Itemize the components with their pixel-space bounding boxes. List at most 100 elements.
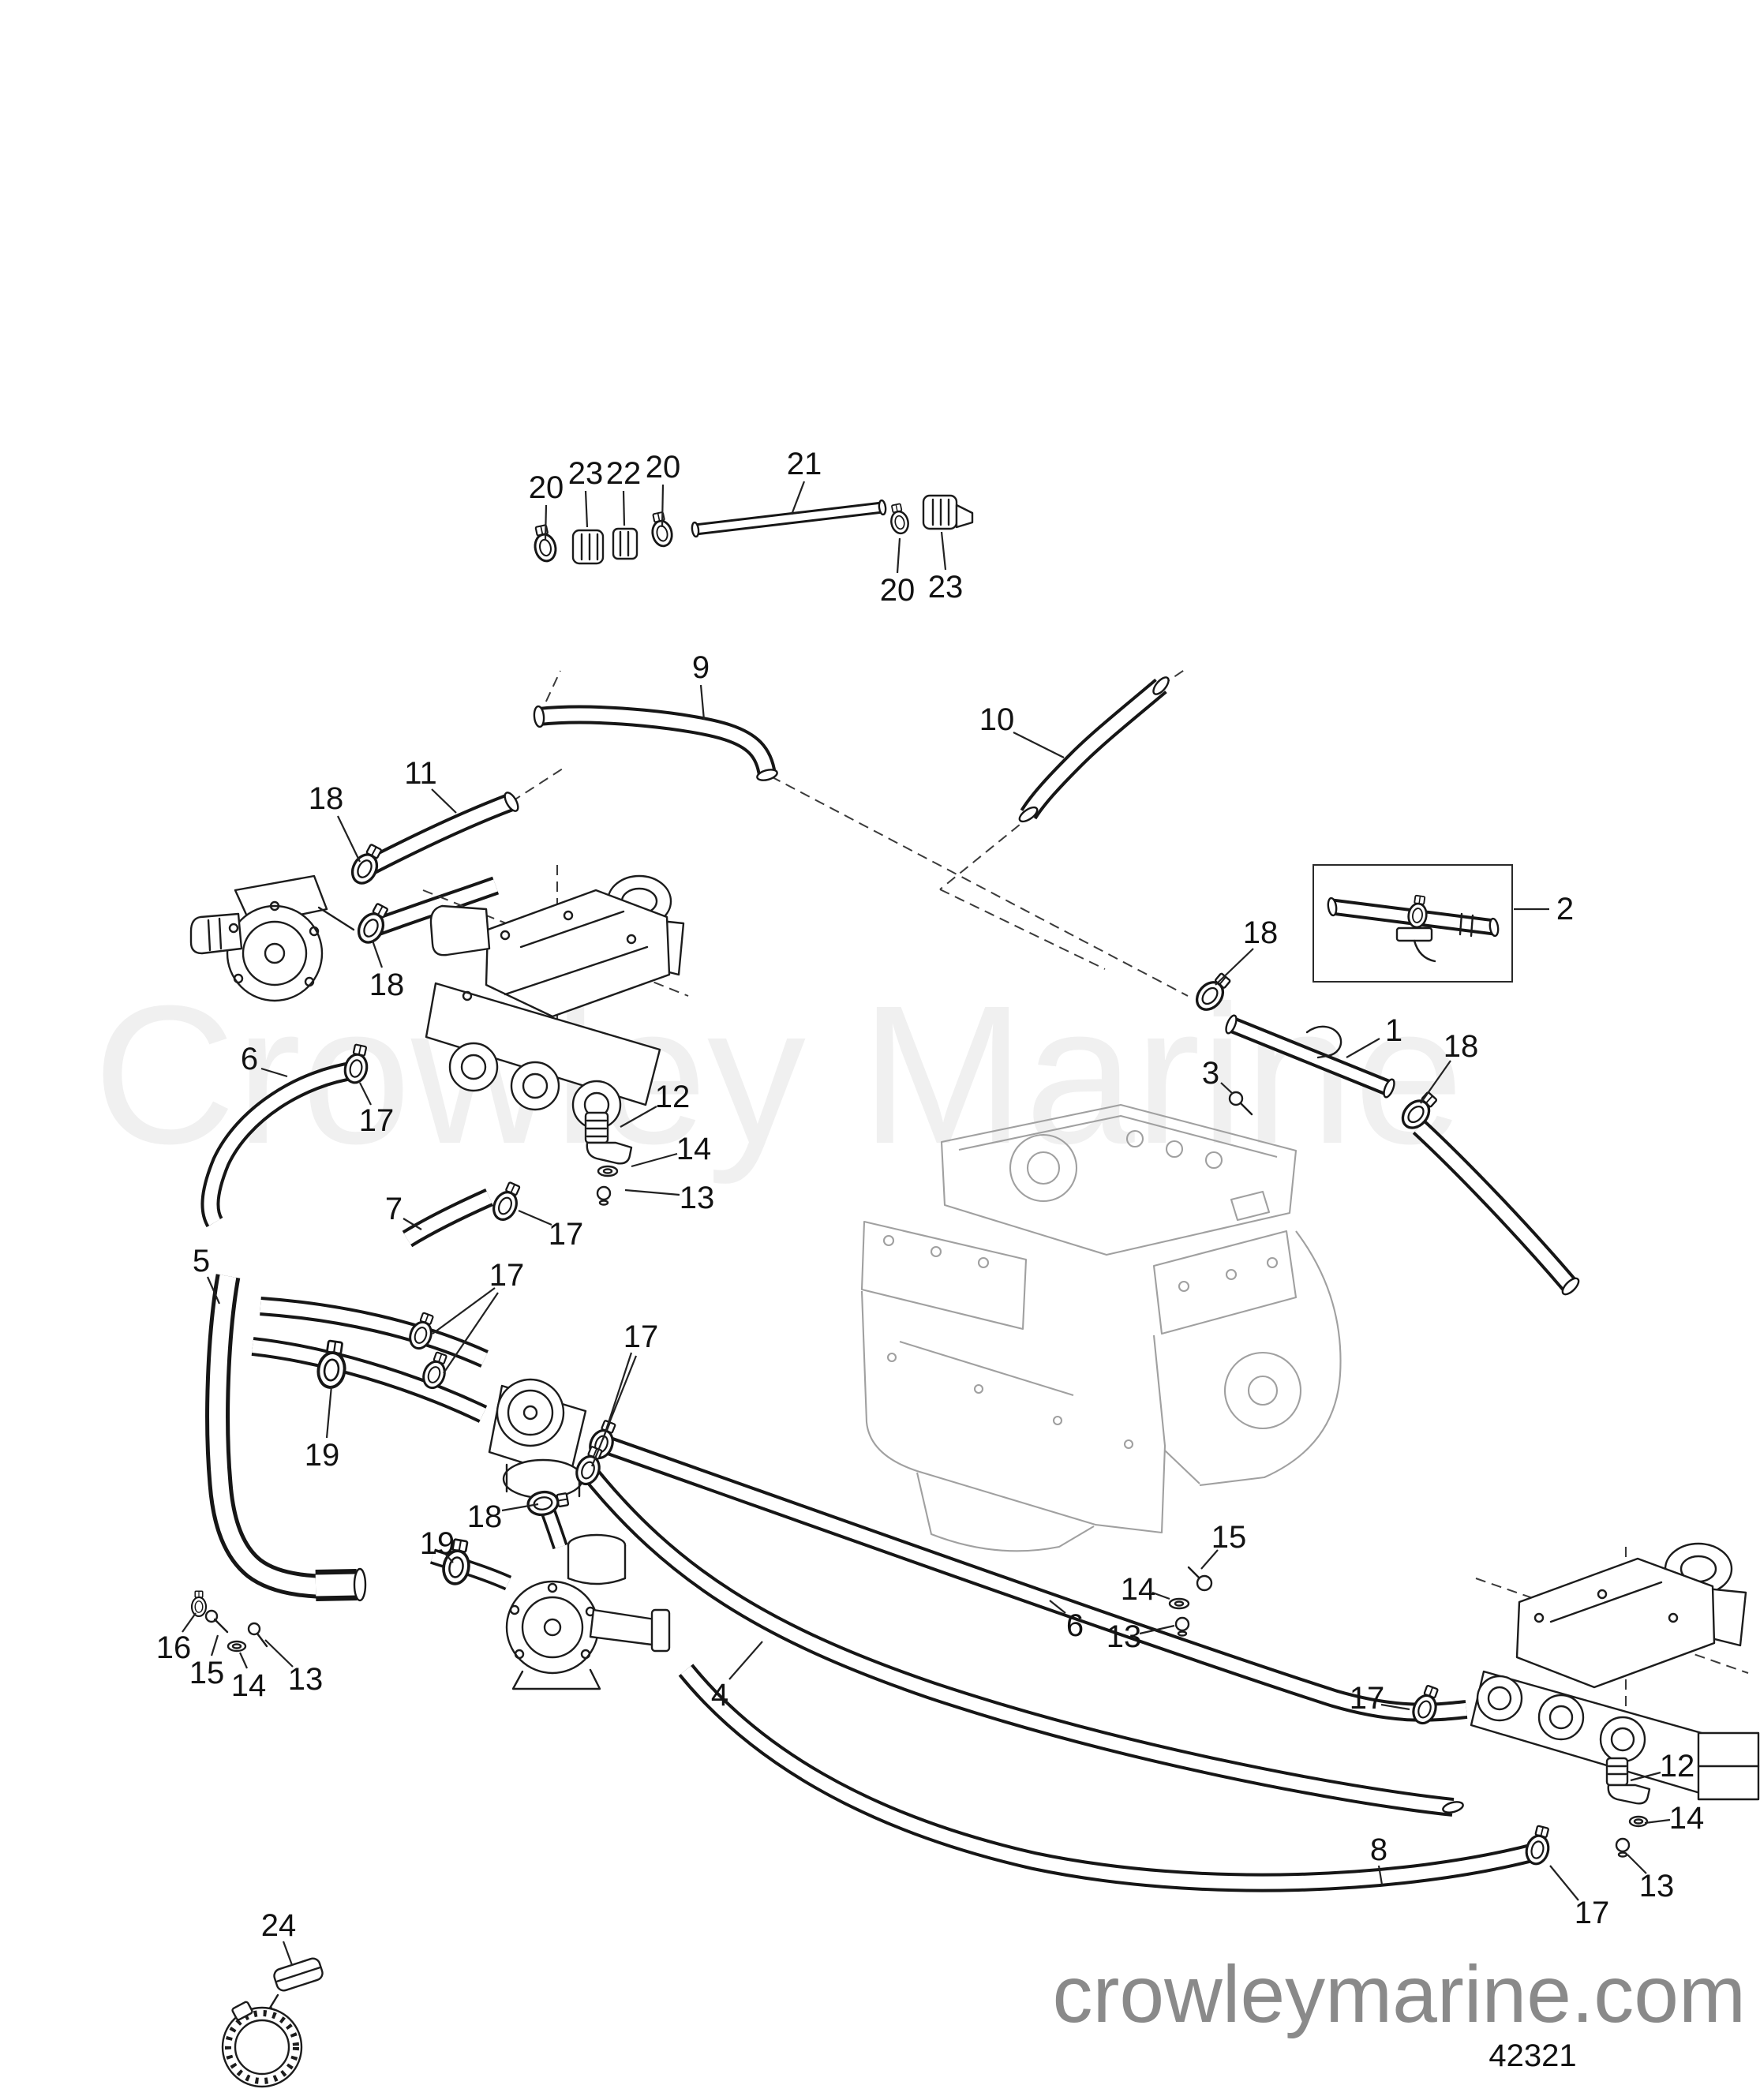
leader-line — [371, 940, 384, 968]
leader-line — [620, 1106, 657, 1128]
callout-15: 15 — [189, 1656, 225, 1690]
fitting-elbow-right — [1605, 1757, 1651, 1858]
leader-line — [896, 537, 901, 574]
callout-9: 9 — [692, 650, 710, 685]
seawater-pump — [505, 1533, 671, 1690]
callout-6: 6 — [241, 1042, 258, 1076]
leader-line — [544, 504, 548, 541]
callout-6: 6 — [1066, 1608, 1084, 1643]
callout-17: 17 — [359, 1103, 395, 1138]
callout-18: 18 — [309, 781, 344, 816]
callout-18: 18 — [467, 1499, 503, 1534]
drain-parts-bottom-left — [204, 1609, 268, 1653]
leader-line — [1200, 1549, 1219, 1570]
callout-10: 10 — [979, 702, 1015, 737]
leader-line — [182, 1612, 197, 1633]
oil-cooler-pump — [488, 1378, 587, 1499]
leader-line — [403, 1218, 422, 1230]
leader-line — [790, 481, 806, 515]
callout-18: 18 — [1444, 1029, 1479, 1064]
callout-18: 18 — [369, 968, 405, 1002]
leader-line — [264, 1639, 294, 1668]
callout-17: 17 — [489, 1258, 525, 1293]
leader-line — [1380, 1703, 1410, 1711]
callout-3: 3 — [1202, 1056, 1219, 1091]
leader-line — [431, 788, 457, 814]
leader-line — [443, 1292, 499, 1374]
leader-line — [260, 1067, 288, 1078]
callout-5: 5 — [193, 1244, 210, 1278]
leader-line — [1013, 732, 1065, 758]
callout-17: 17 — [623, 1320, 659, 1354]
circulating-pump — [189, 874, 355, 1002]
callout-22: 22 — [606, 456, 642, 491]
callout-13: 13 — [1639, 1869, 1675, 1903]
callout-8: 8 — [1370, 1832, 1387, 1867]
leader-line — [432, 1287, 496, 1334]
leader-line — [624, 1189, 680, 1196]
leader-line — [1420, 1060, 1451, 1104]
callout-2: 2 — [1556, 892, 1574, 926]
leader-line — [1630, 1771, 1661, 1782]
leader-line — [210, 1634, 219, 1656]
leader-line — [1346, 1038, 1380, 1058]
exhaust-manifold-right — [1470, 1542, 1760, 1801]
callout-12: 12 — [1660, 1749, 1695, 1784]
callout-17: 17 — [1350, 1681, 1385, 1716]
leader-line — [518, 1209, 552, 1226]
leader-line — [1220, 1082, 1234, 1095]
engine-block-sketch — [860, 1103, 1342, 1552]
hoses — [200, 676, 1580, 1892]
water-tube-assembly — [1225, 1014, 1395, 1116]
callout-20: 20 — [646, 450, 681, 485]
callout-13: 13 — [680, 1181, 715, 1215]
leader-line — [940, 531, 947, 571]
callout-23: 23 — [928, 570, 964, 605]
leader-line — [661, 484, 665, 528]
leader-line — [1049, 1600, 1066, 1614]
callout-17: 17 — [549, 1217, 584, 1252]
callout-19: 19 — [305, 1438, 340, 1473]
leader-line — [238, 1652, 249, 1669]
callout-18: 18 — [1243, 915, 1279, 950]
leader-line — [699, 684, 706, 721]
callout-14: 14 — [676, 1132, 712, 1166]
leader-line — [325, 1385, 333, 1439]
top-fitting-assembly — [571, 494, 974, 565]
leader-line — [359, 1082, 372, 1106]
leader-line — [1644, 1818, 1671, 1825]
drawing-number: 42321 — [1489, 2038, 1576, 2073]
callout-24: 24 — [261, 1908, 297, 1943]
callout-17: 17 — [1575, 1896, 1610, 1930]
leader-line — [337, 815, 361, 863]
callout-16: 16 — [156, 1630, 192, 1665]
leader-line — [584, 490, 589, 528]
callout-14: 14 — [1121, 1572, 1156, 1607]
leader-line — [631, 1152, 678, 1168]
leader-line — [1377, 1865, 1384, 1885]
callout-4: 4 — [711, 1678, 728, 1713]
callout-20: 20 — [880, 573, 916, 608]
leader-line — [1139, 1624, 1175, 1635]
callout-11: 11 — [404, 756, 437, 791]
callout-19: 19 — [420, 1526, 455, 1561]
leader-line — [206, 1276, 221, 1305]
drain-cap-and-clamp — [221, 1957, 324, 2088]
callout-1: 1 — [1385, 1013, 1402, 1048]
leader-line — [728, 1641, 763, 1680]
callout-14: 14 — [1669, 1801, 1705, 1836]
callout-23: 23 — [568, 456, 604, 491]
leader-line — [622, 490, 626, 526]
callout-13: 13 — [288, 1662, 324, 1697]
leader-line — [1549, 1865, 1579, 1901]
callout-7: 7 — [385, 1192, 403, 1226]
leader-line — [590, 1355, 638, 1467]
leader-line — [282, 1941, 294, 1966]
callout-21: 21 — [787, 447, 822, 481]
shutoff-fitting-box — [1313, 864, 1513, 983]
leader-line — [445, 1554, 454, 1563]
leader-line — [1215, 948, 1254, 986]
